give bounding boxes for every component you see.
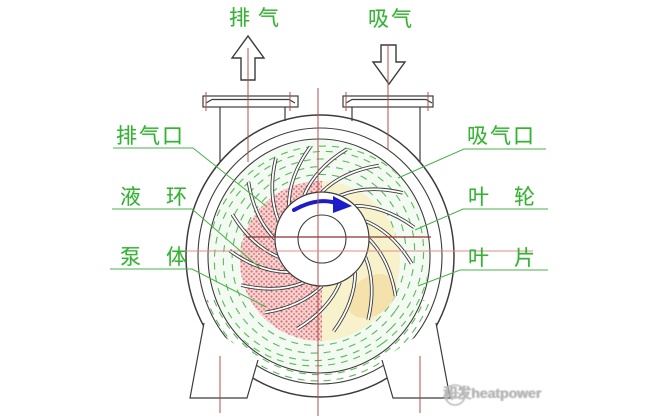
watermark-brand: 和发heatpower — [443, 385, 542, 401]
suction-port-label: 吸气口 — [467, 125, 536, 148]
watermark: 和发heatpower — [443, 383, 542, 406]
watermark-logo-icon — [444, 384, 466, 406]
suction-arrow-icon — [371, 44, 407, 86]
exhaust-flow-label: 排气 — [229, 7, 287, 30]
blade-label: 叶片 — [468, 247, 560, 270]
centerlines — [175, 44, 533, 416]
callout-leaders — [110, 147, 548, 308]
impeller-label: 叶轮 — [468, 186, 560, 209]
pump-casing-rings — [185, 114, 455, 398]
pump-feet — [189, 322, 451, 399]
exhaust-port-label: 排气口 — [116, 125, 185, 148]
exhaust-flange — [202, 95, 299, 162]
suction-flow-label: 吸气 — [368, 8, 414, 31]
shaft-bore — [297, 214, 347, 264]
liquid-ring-label: 液环 — [120, 186, 212, 209]
impeller-blades — [228, 145, 416, 333]
pump-body-label: 泵体 — [120, 246, 212, 269]
